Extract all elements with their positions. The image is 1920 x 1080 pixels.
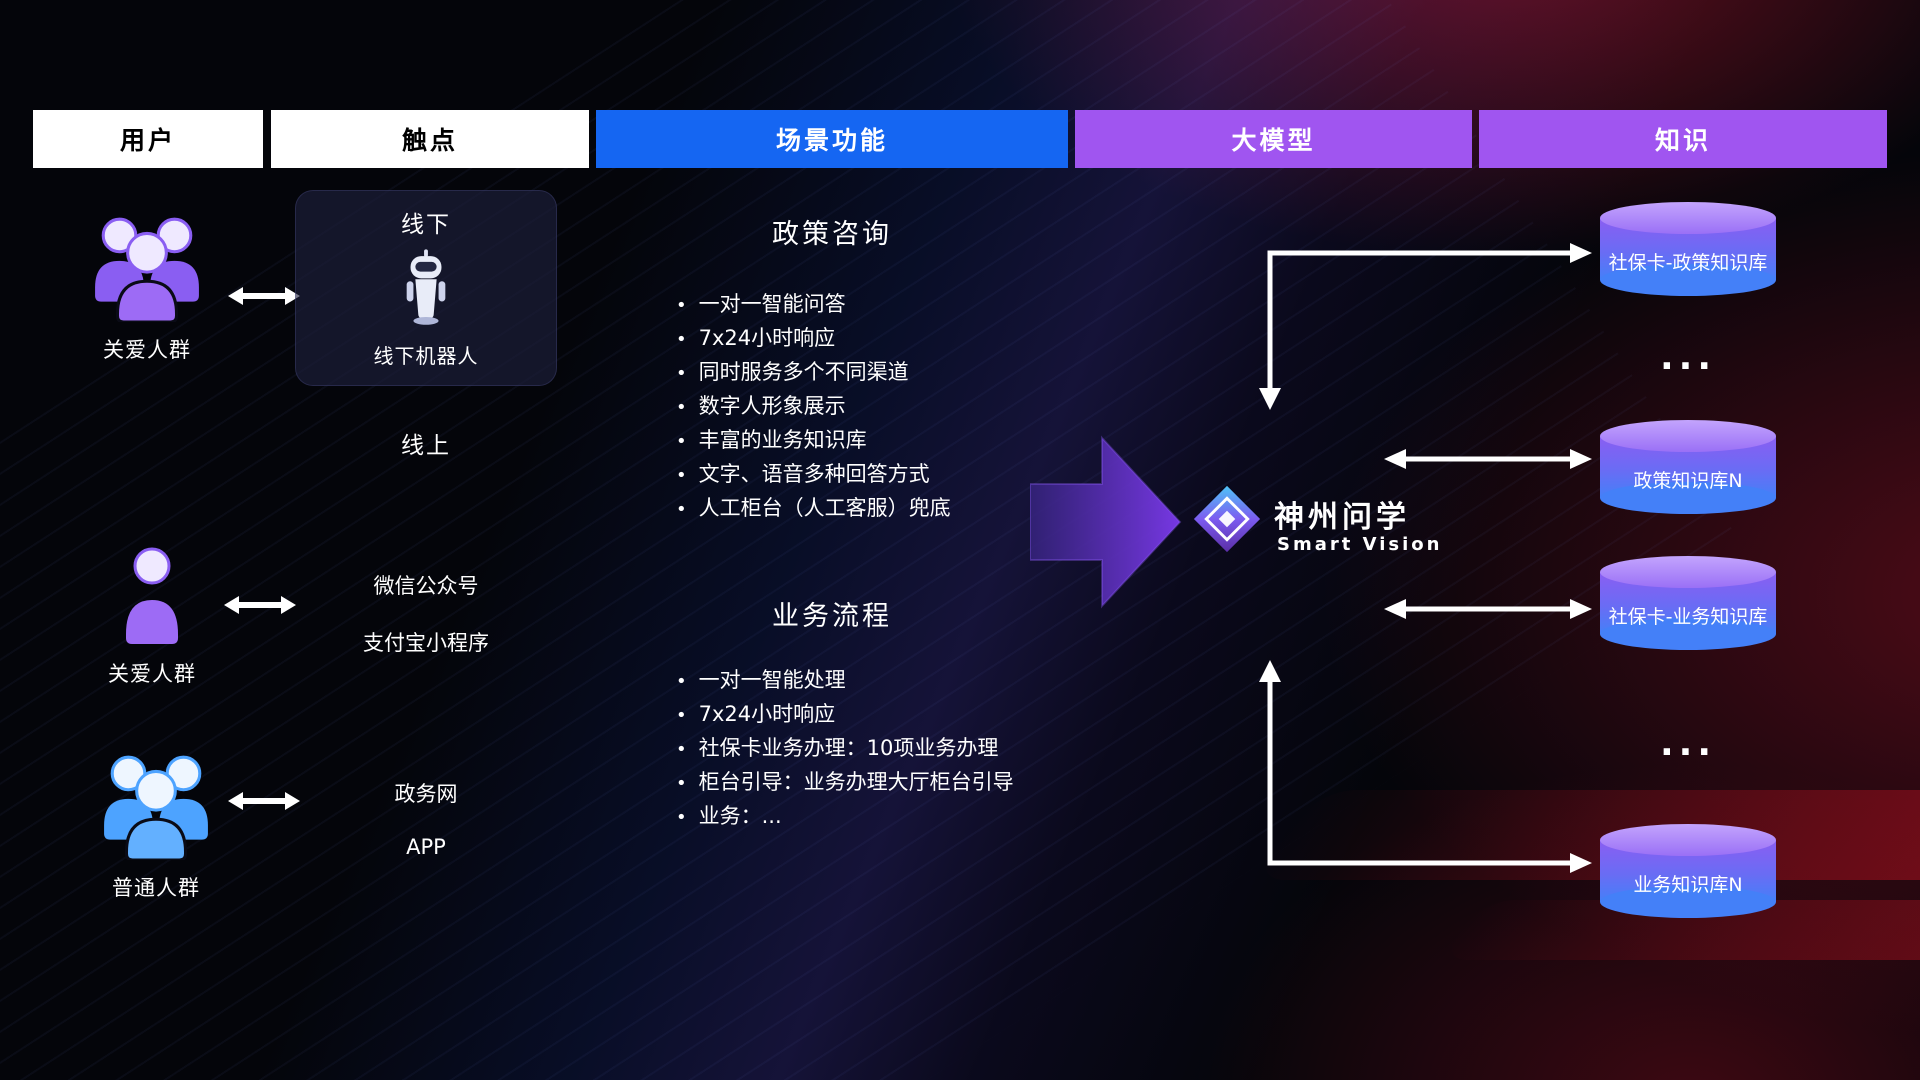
database-icon-cap <box>1600 556 1776 588</box>
database-icon-cap <box>1600 420 1776 452</box>
user-group-label: 关爱人群 <box>103 338 191 362</box>
db-label: 社保卡-业务知识库 <box>1608 605 1768 628</box>
list-item: 7x24小时响应 <box>676 698 1014 732</box>
list-item: 丰富的业务知识库 <box>676 424 951 458</box>
db-label: 政策知识库N <box>1633 469 1743 492</box>
knowledge-db-social-business: 社保卡-业务知识库 <box>1600 556 1776 664</box>
list-item: 同时服务多个不同渠道 <box>676 356 951 390</box>
flow-arrow-icon <box>1029 426 1182 618</box>
policy-feature-list: 一对一智能问答 7x24小时响应 同时服务多个不同渠道 数字人形象展示 丰富的业… <box>676 288 951 526</box>
user-group-care-1: 关爱人群 <box>62 210 232 364</box>
channel-alipay: 支付宝小程序 <box>363 631 489 655</box>
list-item: 一对一智能问答 <box>676 288 951 322</box>
list-item: 社保卡业务办理：10项业务办理 <box>676 732 1014 766</box>
policy-consult-title: 政策咨询 <box>772 219 892 250</box>
list-item: 柜台引导：业务办理大厅柜台引导 <box>676 766 1014 800</box>
database-icon-cap <box>1600 824 1776 856</box>
double-arrow-icon <box>224 592 296 618</box>
brand-diamond-icon <box>1188 480 1266 558</box>
offline-robot-label: 线下机器人 <box>373 344 479 368</box>
list-item: 数字人形象展示 <box>676 390 951 424</box>
robot-icon <box>397 248 455 331</box>
user-group-care-2: 关爱人群 <box>67 546 237 688</box>
business-process-title: 业务流程 <box>772 601 892 632</box>
brand-subtitle: Smart Vision <box>1277 534 1443 555</box>
people-group-icon <box>89 755 223 864</box>
people-group-icon <box>80 217 214 326</box>
knowledge-db-policy-n: 政策知识库N <box>1600 420 1776 528</box>
double-arrow-icon <box>228 788 300 814</box>
database-icon-cap <box>1600 202 1776 234</box>
header-tab-users: 用户 <box>33 110 263 168</box>
user-group-label: 关爱人群 <box>108 662 196 686</box>
channel-wechat: 微信公众号 <box>373 574 479 598</box>
person-icon <box>119 547 185 650</box>
offline-title: 线下 <box>401 212 451 238</box>
list-item: 业务：... <box>676 800 1014 834</box>
user-group-label: 普通人群 <box>112 876 200 900</box>
knowledge-db-business-n: 业务知识库N <box>1600 824 1776 932</box>
online-title: 线上 <box>401 433 451 459</box>
channel-gov-web: 政务网 <box>394 782 458 806</box>
background-red-shard <box>1244 790 1920 880</box>
database-icon-bottom <box>1600 886 1776 918</box>
channel-app: APP <box>406 835 446 859</box>
database-icon-bottom <box>1600 618 1776 650</box>
db-label: 业务知识库N <box>1633 873 1743 896</box>
business-feature-list: 一对一智能处理 7x24小时响应 社保卡业务办理：10项业务办理 柜台引导：业务… <box>676 664 1014 834</box>
list-item: 一对一智能处理 <box>676 664 1014 698</box>
list-item: 7x24小时响应 <box>676 322 951 356</box>
knowledge-db-social-policy: 社保卡-政策知识库 <box>1600 202 1776 310</box>
header-tab-touchpoints: 触点 <box>271 110 589 168</box>
header-tab-large-model: 大模型 <box>1075 110 1472 168</box>
user-group-general: 普通人群 <box>71 748 241 902</box>
offline-channel-card: 线下 线下机器人 <box>295 190 557 386</box>
header-tab-scene-functions: 场景功能 <box>596 110 1068 168</box>
list-item: 文字、语音多种回答方式 <box>676 458 951 492</box>
ellipsis-more-dbs: ... <box>1659 723 1717 764</box>
brand-name: 神州问学 <box>1274 500 1410 535</box>
header-tab-knowledge: 知识 <box>1479 110 1887 168</box>
list-item: 人工柜台（人工客服）兜底 <box>676 492 951 526</box>
database-icon-bottom <box>1600 482 1776 514</box>
database-icon-bottom <box>1600 264 1776 296</box>
ellipsis-more-dbs: ... <box>1659 337 1717 378</box>
db-label: 社保卡-政策知识库 <box>1608 251 1768 274</box>
double-arrow-icon <box>228 283 300 309</box>
